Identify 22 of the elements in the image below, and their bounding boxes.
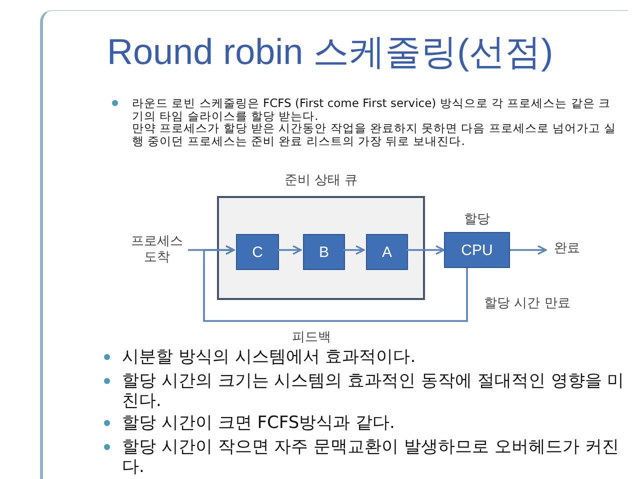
queue-box: [217, 196, 425, 300]
flow-text: 완료: [546, 241, 588, 259]
arrow: [406, 245, 445, 255]
paragraph: 시분할 방식의 시스템에서 효과적이다.: [122, 347, 417, 367]
flow-text: 프로세스 도착: [126, 234, 188, 268]
slide-title: Round robin 스케줄링(선점): [107, 30, 554, 74]
caption-text: 할당: [463, 211, 491, 228]
process-box: B: [303, 234, 345, 270]
process-box: A: [366, 234, 408, 270]
arrow: [203, 245, 468, 322]
paragraph: 할당 시간의 크기는 시스템의 효과적인 동작에 절대적인 영향을 미친다.: [122, 371, 626, 411]
paragraph: 할당 시간이 작으면 자주 문맥교환이 발생하므로 오버헤드가 커진다.: [122, 437, 620, 477]
queue-heading: 준비 상태 큐: [283, 172, 359, 189]
paragraph: 만약 프로세스가 할당 받은 시간동안 작업을 완료하지 못하면 다음 프로세스로 넘어가고 실행 중이던 프로세스는 준비 완료 리스트의 가장 뒤로 보내진다.: [132, 122, 618, 147]
paragraph: 할당 시간이 크면 FCFS방식과 같다.: [122, 413, 396, 433]
process-box: C: [236, 234, 279, 270]
arrow: [510, 245, 547, 255]
arrow: [343, 245, 365, 255]
paragraph: 라운드 로빈 스케줄링은 FCFS (First come First service) 방식으로 각 프로세스는 같은 크기의 타임 슬라이스를 할당 받는다.: [132, 97, 612, 122]
annotation-text: 할당 시간 만료: [484, 296, 572, 312]
process-box: CPU: [444, 232, 510, 268]
arrow: [277, 245, 302, 255]
